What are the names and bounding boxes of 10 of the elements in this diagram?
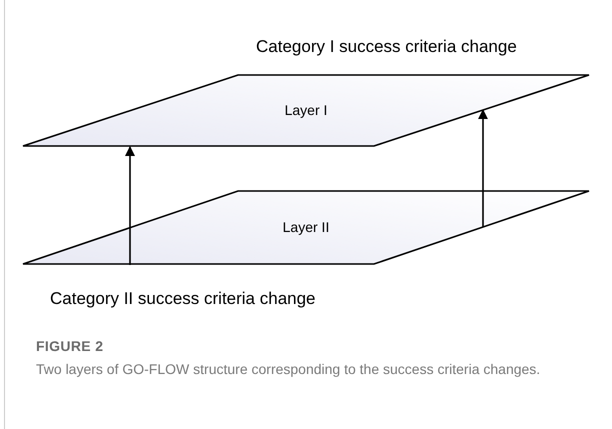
category-label: Category II success criteria change bbox=[50, 288, 316, 310]
layer-parallelogram bbox=[22, 190, 590, 265]
layer-label: Layer II bbox=[282, 218, 330, 237]
layer-label: Layer I bbox=[284, 101, 328, 120]
category-label: Category I success criteria change bbox=[256, 36, 517, 58]
layer-parallelogram bbox=[22, 74, 590, 147]
arrow bbox=[478, 109, 488, 228]
arrow bbox=[125, 146, 135, 265]
figure-title: FIGURE 2 bbox=[36, 337, 104, 356]
figure-caption: Two layers of GO-FLOW structure corresponding to the success criteria changes. bbox=[36, 360, 542, 379]
